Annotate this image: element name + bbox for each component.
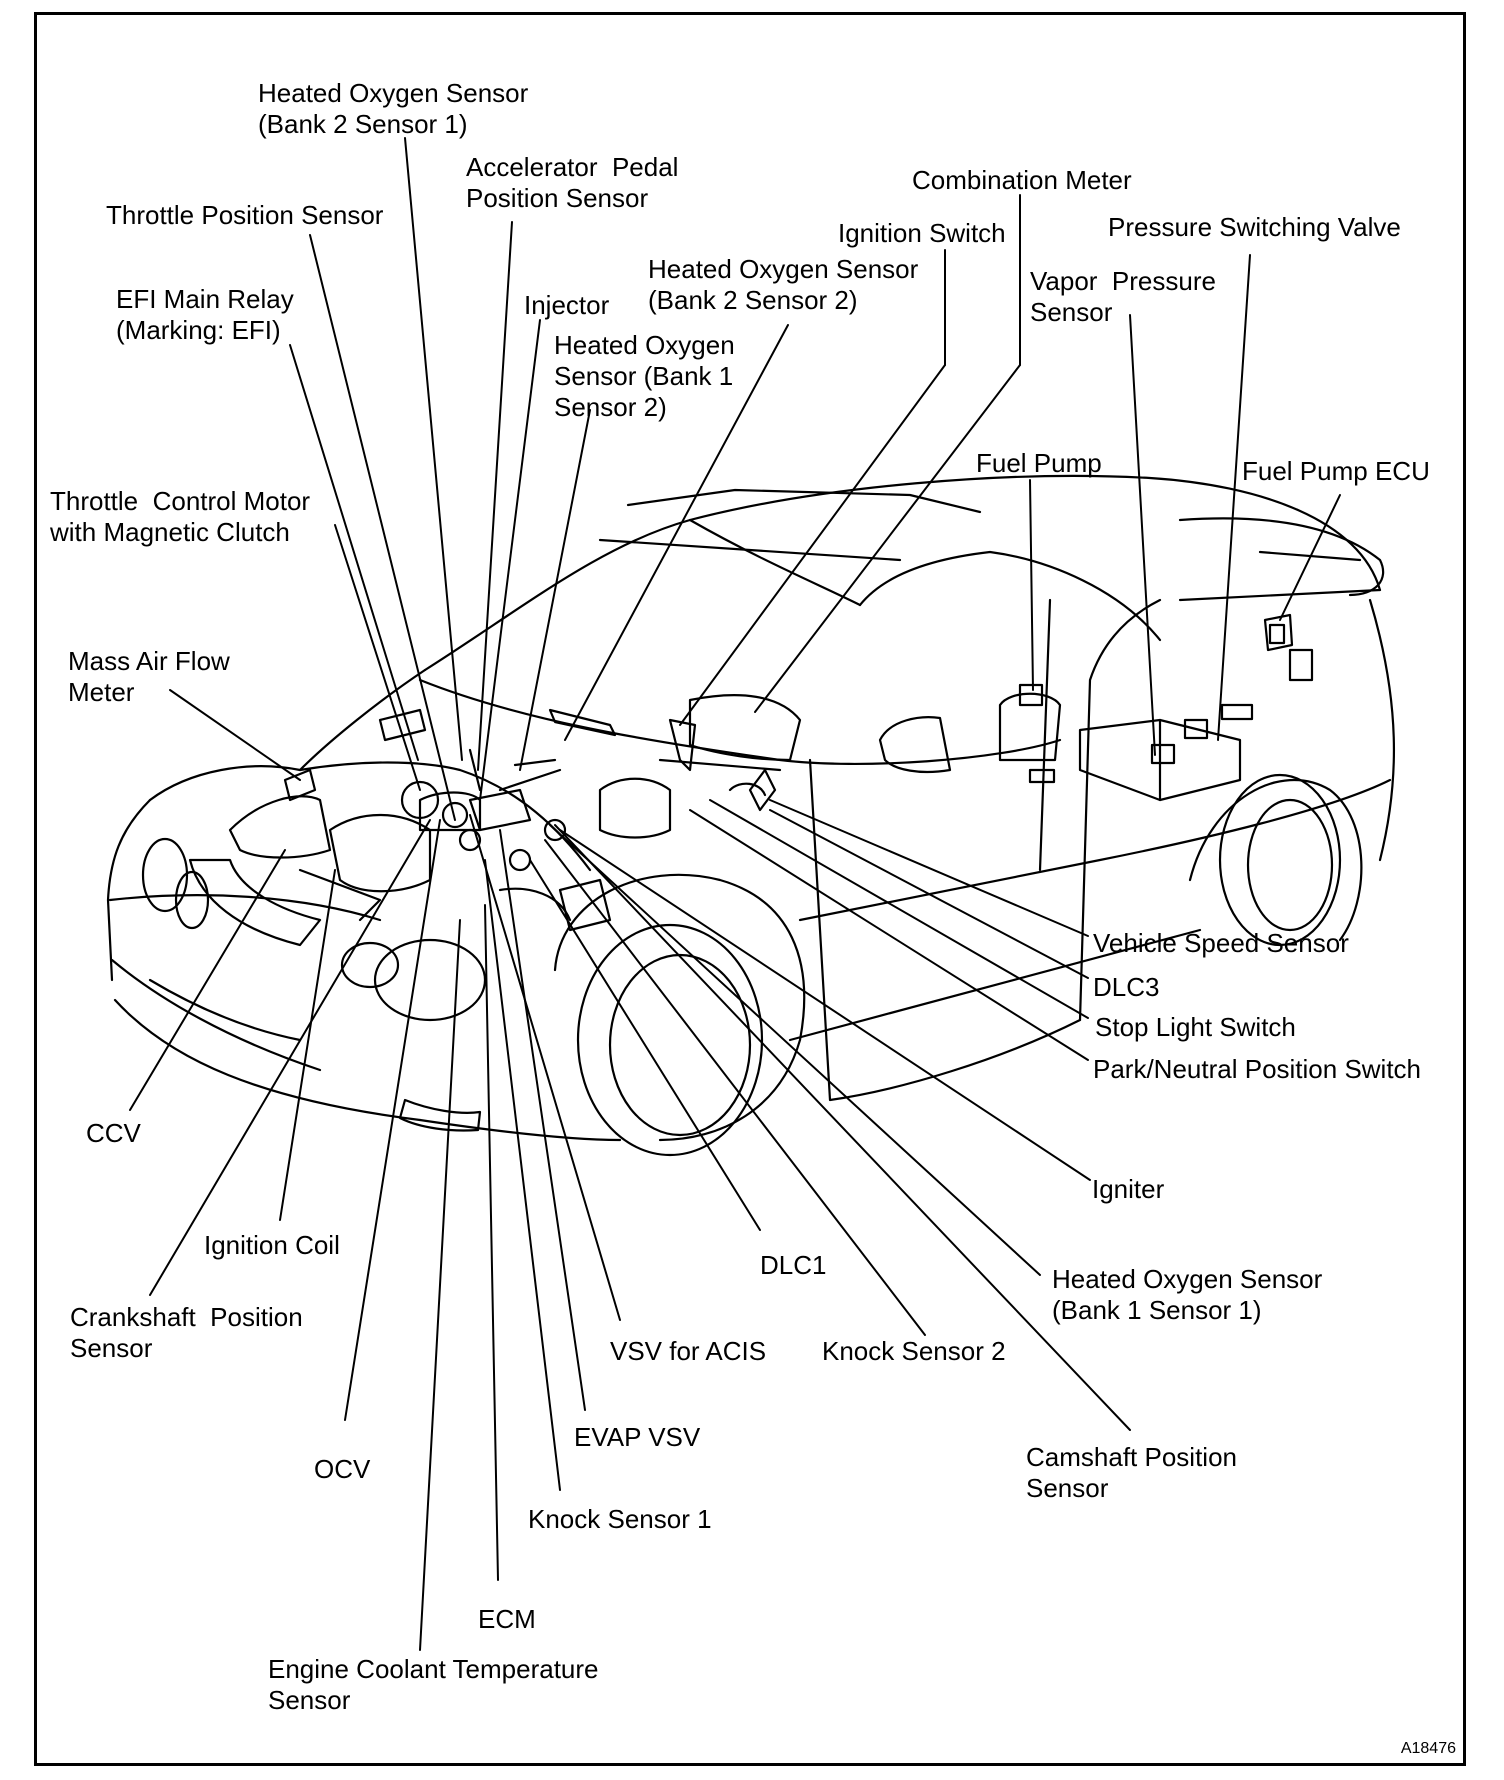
label-ho2s-bank2-sensor2: Heated Oxygen Sensor (Bank 2 Sensor 2) xyxy=(648,254,919,315)
label-ho2s-bank1-sensor1: Heated Oxygen Sensor (Bank 1 Sensor 1) xyxy=(1052,1264,1323,1325)
leader-lines xyxy=(129,137,1341,1651)
label-ecm: ECM xyxy=(478,1604,536,1634)
label-knock-sensor-2: Knock Sensor 2 xyxy=(822,1336,1006,1366)
label-evap-vsv: EVAP VSV xyxy=(574,1422,701,1452)
label-accelerator-pedal-position-sensor: Accelerator Pedal Position Sensor xyxy=(466,152,679,213)
label-park-neutral-position-switch: Park/Neutral Position Switch xyxy=(1093,1054,1422,1084)
figure-frame xyxy=(34,12,1466,1766)
label-dlc3: DLC3 xyxy=(1093,972,1160,1002)
label-ocv: OCV xyxy=(314,1454,371,1484)
label-throttle-position-sensor: Throttle Position Sensor xyxy=(106,200,384,230)
label-combination-meter: Combination Meter xyxy=(912,165,1132,195)
label-igniter: Igniter xyxy=(1092,1174,1165,1204)
car-body-outline xyxy=(106,474,1396,1157)
label-mass-air-flow-meter: Mass Air Flow Meter xyxy=(68,646,230,707)
label-vapor-pressure-sensor: Vapor Pressure Sensor xyxy=(1030,266,1216,327)
label-crankshaft-position-sensor: Crankshaft Position Sensor xyxy=(70,1302,303,1363)
engine-bay-components xyxy=(228,623,1286,932)
label-vehicle-speed-sensor: Vehicle Speed Sensor xyxy=(1093,928,1349,958)
label-vsv-for-acis: VSV for ACIS xyxy=(610,1336,767,1366)
label-knock-sensor-1: Knock Sensor 1 xyxy=(528,1504,712,1534)
label-ignition-switch: Ignition Switch xyxy=(838,218,1006,248)
label-ho2s-bank2-sensor1: Heated Oxygen Sensor (Bank 2 Sensor 1) xyxy=(258,78,529,139)
label-fuel-pump: Fuel Pump xyxy=(976,448,1102,478)
label-ho2s-bank1-sensor2: Heated Oxygen Sensor (Bank 1 Sensor 2) xyxy=(554,330,735,422)
label-efi-main-relay: EFI Main Relay (Marking: EFI) xyxy=(116,284,294,345)
figure-number: A18476 xyxy=(1400,1740,1456,1757)
label-pressure-switching-valve: Pressure Switching Valve xyxy=(1108,212,1401,242)
label-ignition-coil: Ignition Coil xyxy=(204,1230,340,1260)
label-injector: Injector xyxy=(524,290,610,320)
label-dlc1: DLC1 xyxy=(760,1250,827,1280)
label-fuel-pump-ecu: Fuel Pump ECU xyxy=(1242,456,1430,486)
label-engine-coolant-temperature-sensor: Engine Coolant Temperature Sensor xyxy=(268,1654,599,1715)
label-ccv: CCV xyxy=(86,1118,141,1148)
label-camshaft-position-sensor: Camshaft Position Sensor xyxy=(1026,1442,1237,1503)
label-throttle-control-motor: Throttle Control Motor with Magnetic Clu… xyxy=(50,486,311,547)
label-stop-light-switch: Stop Light Switch xyxy=(1095,1012,1296,1042)
